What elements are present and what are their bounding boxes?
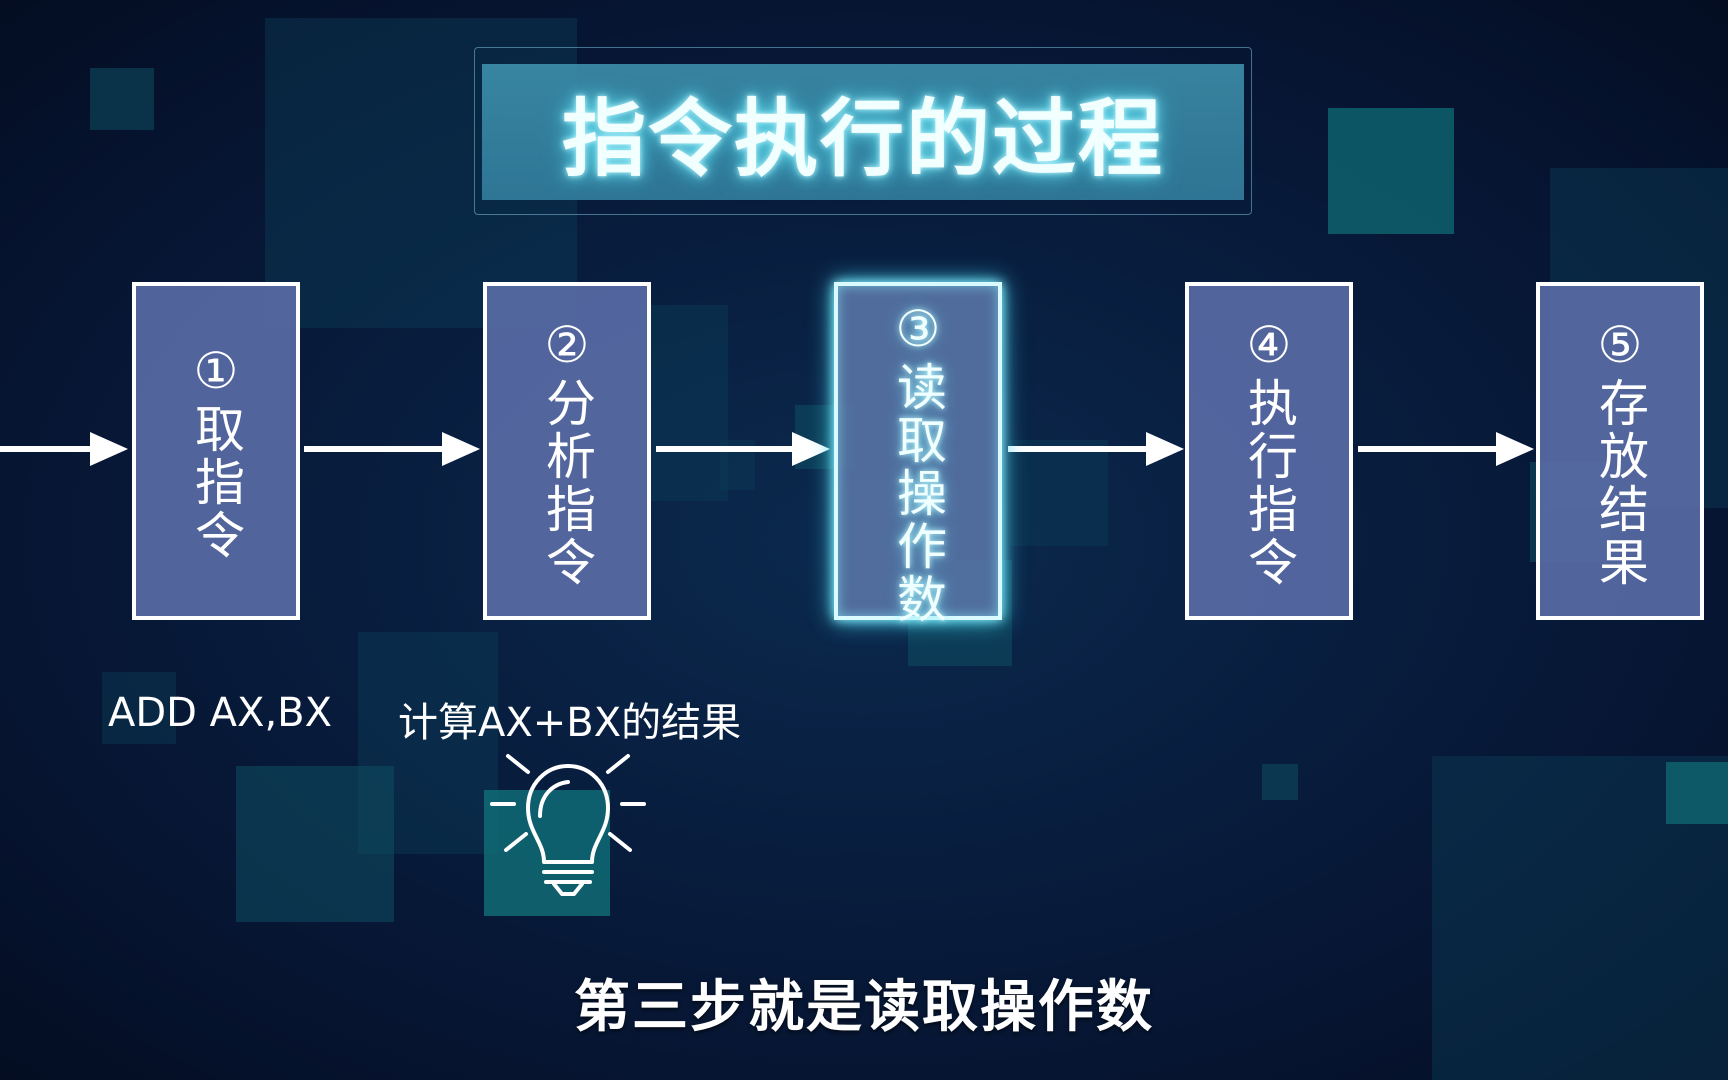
bg-square — [236, 766, 394, 922]
step-label: ④执行指令 — [1240, 316, 1298, 589]
bulb-backdrop — [484, 790, 610, 916]
bg-square — [1262, 764, 1298, 800]
step-read-operands: ③读取操作数 — [834, 282, 1002, 626]
bg-square — [1010, 440, 1108, 546]
step-label: ③读取操作数 — [889, 300, 947, 626]
arrow-right-icon — [1358, 430, 1534, 468]
step-store-result: ⑤存放结果 — [1536, 282, 1704, 620]
step-decode-instruction: ②分析指令 — [483, 282, 651, 620]
page-title: 指令执行的过程 — [561, 89, 1164, 188]
title-frame — [474, 47, 1252, 215]
bg-square — [1666, 762, 1728, 824]
arrow-right-icon — [0, 430, 128, 468]
analysis-note: 计算AX+BX的结果 — [398, 700, 742, 746]
arrow-right-icon — [656, 430, 830, 468]
step-label: ⑤存放结果 — [1591, 316, 1649, 589]
step-label: ②分析指令 — [538, 316, 596, 589]
subtitle-caption: 第三步就是读取操作数 — [574, 975, 1154, 1040]
arrow-right-icon — [1008, 430, 1184, 468]
title-banner: 指令执行的过程 — [482, 64, 1244, 200]
arrow-right-icon — [304, 430, 480, 468]
lightbulb-icon — [484, 752, 652, 906]
bg-square — [1328, 108, 1454, 234]
step-fetch-instruction: ①取指令 — [132, 282, 300, 620]
bg-square — [102, 672, 176, 744]
bg-square — [640, 305, 728, 501]
step-execute-instruction: ④执行指令 — [1185, 282, 1353, 620]
step-label: ①取指令 — [187, 342, 245, 562]
bg-square — [90, 68, 154, 130]
instruction-example: ADD AX,BX — [108, 690, 333, 736]
